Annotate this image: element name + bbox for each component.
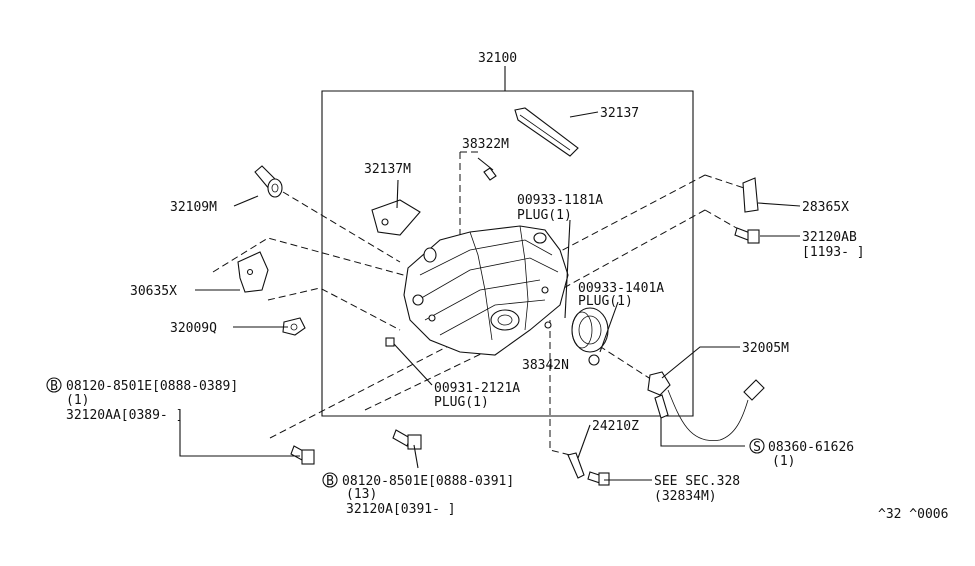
label-see-sec-328: SEE SEC.328 [654,474,740,489]
transmission-case [403,225,569,356]
label-32137M: 32137M [364,162,411,177]
label-plug-a: PLUG(1) [517,208,572,223]
label-08120-8501E-b: 08120-8501E[0888-0391] [342,474,514,489]
label-24210Z: 24210Z [592,419,639,434]
label-qty-13: (13) [346,487,377,502]
page-reference: ^32 ^0006 [878,507,948,522]
svg-text:B: B [326,474,334,489]
label-32120AA: 32120AA[0389- ] [66,408,183,423]
label-qty-1: (1) [66,393,89,408]
part-32834M-bolt [587,471,610,486]
label-38342N: 38342N [522,358,569,373]
assembly-frame [321,66,694,417]
label-plug-b: PLUG(1) [578,294,633,309]
part-32009Q-clip [282,317,306,336]
part-32109M-seal [254,165,283,198]
label-32109M: 32109M [170,200,217,215]
part-24210Z-clamp [567,452,585,479]
part-30635X-bracket [237,251,269,293]
label-00933-1181A: 00933-1181A [517,193,603,208]
label-32100: 32100 [478,51,517,66]
part-32137M-bracket [371,199,421,236]
part-32137-bracket [514,107,579,157]
part-38322M-pin [483,167,497,181]
svg-text:S: S [753,440,761,455]
label-32120AB: 32120AB [802,230,857,245]
label-08120-8501E-a: 08120-8501E[0888-0389] [66,379,238,394]
label-00931-2121A: 00931-2121A [434,381,520,396]
part-bolt-b1 [290,445,315,465]
part-number-labels: 32100 32137 38322M 32137M 32109M 28365X … [66,51,948,522]
label-38322M: 38322M [462,137,509,152]
part-plug-00931-2121A [385,337,395,347]
svg-text:B: B [50,379,58,394]
label-qty-s: (1) [772,454,795,469]
label-32120A: 32120A[0391- ] [346,502,456,517]
label-28365X: 28365X [802,200,849,215]
label-30635X: 30635X [130,284,177,299]
bolt-badge-b1: B [46,377,62,394]
part-38342N-plug [588,354,600,366]
label-32009Q: 32009Q [170,321,217,336]
bolt-badge-b2: B [322,472,338,489]
part-28365X-label [742,177,759,213]
label-00933-1401A: 00933-1401A [578,281,664,296]
screw-badge-s: S [749,438,765,455]
part-bolt-b2 [392,429,422,450]
label-32120AB-date: [1193- ] [802,245,865,260]
solid-leaders [179,111,801,481]
part-32005M-switch [647,371,765,442]
label-32137: 32137 [600,106,639,121]
label-32834M: (32834M) [654,489,717,504]
label-08360-61626: 08360-61626 [768,440,854,455]
label-32005M: 32005M [742,341,789,356]
label-plug-c: PLUG(1) [434,395,489,410]
part-32120AB-bolt [734,227,760,244]
